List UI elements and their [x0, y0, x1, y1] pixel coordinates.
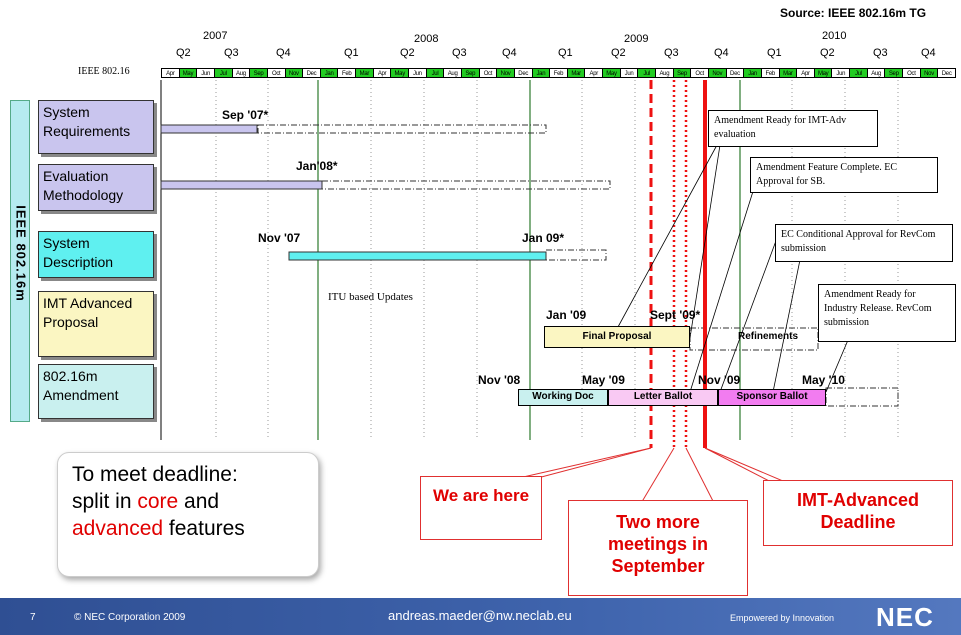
year-2009: 2009: [624, 33, 649, 45]
quarter-label: Q2: [400, 47, 415, 59]
quarter-label: Q3: [664, 47, 679, 59]
em-bar: [160, 180, 323, 190]
note-ec-conditional: EC Conditional Approval for RevCom submi…: [775, 224, 953, 262]
letter-ballot-bar: Letter Ballot: [608, 389, 718, 406]
final-proposal-bar: Final Proposal: [544, 326, 690, 348]
quarter-label: Q4: [714, 47, 729, 59]
itu-updates-label: ITU based Updates: [328, 291, 413, 303]
quarter-label: Q2: [611, 47, 626, 59]
milestone-em: Jan'08*: [296, 159, 338, 173]
note-amendment-ready-imt: Amendment Ready for IMT-Adv evaluation: [708, 110, 878, 147]
month-cell: Dec: [937, 68, 956, 78]
source-label: Source: IEEE 802.16m TG: [780, 6, 927, 20]
quarter-label: Q3: [452, 47, 467, 59]
milestone-sd-start: Nov '07: [258, 231, 301, 245]
milestone-sr: Sep '07*: [222, 108, 269, 122]
callout-two-more-meetings: Two more meetings in September: [568, 500, 748, 596]
quarter-label: Q1: [558, 47, 573, 59]
callout-imt-advanced-deadline: IMT-Advanced Deadline: [763, 480, 953, 546]
deadline-note: To meet deadline: split in core and adva…: [57, 452, 319, 577]
milestone-may09: May '09: [582, 373, 625, 387]
row-system-requirements: System Requirements: [38, 100, 154, 154]
sponsor-ballot-bar: Sponsor Ballot: [718, 389, 826, 406]
row-imt-advanced-proposal: IMT Advanced Proposal: [38, 291, 154, 357]
milestone-sd-end: Jan 09*: [522, 231, 565, 245]
year-2010: 2010: [822, 30, 847, 42]
milestone-imt-end: Sept '09*: [650, 308, 701, 322]
note-feature-complete: Amendment Feature Complete. EC Approval …: [750, 157, 938, 193]
timeline-grid: [160, 80, 899, 506]
core-word: core: [137, 490, 179, 513]
quarter-label: Q3: [873, 47, 888, 59]
nec-logo: NEC: [876, 602, 934, 632]
year-2008: 2008: [414, 33, 439, 45]
row-system-description: System Description: [38, 231, 154, 278]
page-number: 7: [30, 612, 36, 623]
refinements-label: Refinements: [737, 331, 798, 342]
quarter-label: Q4: [502, 47, 517, 59]
callout-we-are-here: We are here: [420, 476, 542, 540]
standard-label: IEEE 802.16: [78, 66, 130, 77]
year-2007: 2007: [203, 30, 228, 42]
milestone-imt-start: Jan '09: [546, 308, 587, 322]
quarter-label: Q2: [176, 47, 191, 59]
quarter-label: Q3: [224, 47, 239, 59]
email: andreas.maeder@nw.neclab.eu: [388, 608, 572, 623]
sr-bar: [160, 124, 258, 134]
row-evaluation-methodology: Evaluation Methodology: [38, 164, 154, 211]
copyright: © NEC Corporation 2009: [74, 612, 186, 623]
quarter-label: Q4: [276, 47, 291, 59]
deadline-note-line1: To meet deadline:: [72, 463, 238, 486]
row-80216m-amendment: 802.16m Amendment: [38, 364, 154, 419]
note-industry-release: Amendment Ready for Industry Release. Re…: [818, 284, 956, 342]
milestone-nov08: Nov '08: [478, 373, 521, 387]
footer: 7 © NEC Corporation 2009 andreas.maeder@…: [0, 598, 961, 635]
working-doc-bar: Working Doc: [518, 389, 608, 406]
quarter-label: Q1: [344, 47, 359, 59]
quarter-label: Q4: [921, 47, 936, 59]
vertical-title: IEEE 802.16m: [10, 100, 30, 422]
quarter-label: Q1: [767, 47, 782, 59]
milestone-may10: May '10: [802, 373, 845, 387]
milestone-nov09: Nov '09: [698, 373, 741, 387]
sd-bar: [288, 251, 547, 261]
tagline: Empowered by Innovation: [730, 613, 835, 623]
advanced-word: advanced: [72, 517, 164, 540]
quarter-label: Q2: [820, 47, 835, 59]
